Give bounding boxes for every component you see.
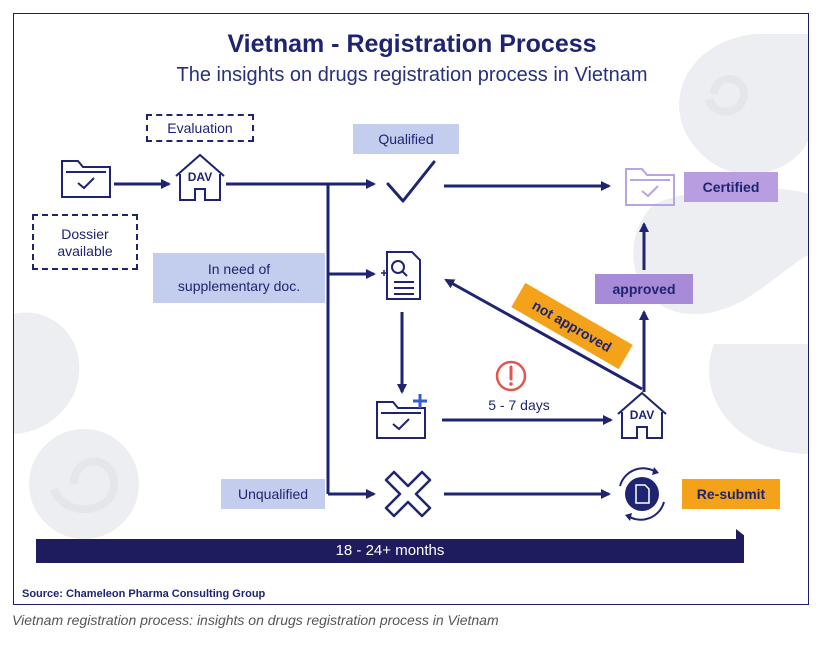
approved-text: approved [612,281,676,297]
timeline-label: 18 - 24+ months [335,542,445,559]
evaluation-label: Evaluation [146,114,254,142]
supplementary-doc-label: In need of supplementary doc. [153,253,325,303]
days-label: 5 - 7 days [488,397,549,413]
dossier-line2: available [57,243,113,259]
dav-building-approval-icon: DAV [617,391,667,439]
supplementary-line2: supplementary doc. [177,278,301,294]
folder-certified-icon [625,168,675,206]
document-search-icon [381,251,421,300]
certified-text: Certified [702,179,760,195]
supplementary-line1: In need of [207,261,271,277]
not-approved-text: not approved [530,297,615,355]
certified-label: Certified [684,172,778,202]
dav-building-icon: DAV [175,153,225,201]
evaluation-text: Evaluation [167,120,233,136]
diagram-title: Vietnam - Registration Process [227,30,597,58]
alert-icon [495,360,527,392]
dav-label-approval: DAV [630,408,654,422]
unqualified-text: Unqualified [237,486,309,502]
timeline-arrow [36,529,744,563]
checkmark-icon [386,160,436,203]
background-decoration [14,34,808,539]
resubmit-text: Re-submit [696,486,766,502]
resubmit-cycle-icon [619,467,665,521]
dav-label: DAV [188,170,212,184]
image-caption: Vietnam registration process: insights o… [12,612,499,628]
resubmit-label: Re-submit [682,479,780,509]
dossier-available-label: Dossier available [32,214,138,270]
cross-icon [384,470,432,518]
folder-check-icon [61,160,111,198]
unqualified-label: Unqualified [221,479,325,509]
approved-label: approved [595,274,693,304]
flow-diagram: DAV [61,153,675,521]
arrow-not-approved [444,278,643,391]
diagram-subtitle: The insights on drugs registration proce… [176,64,648,86]
qualified-label: Qualified [353,124,459,154]
source-note: Source: Chameleon Pharma Consulting Grou… [22,588,266,600]
folder-plus-icon [376,394,427,439]
dossier-line1: Dossier [61,226,109,242]
diagram-frame: Vietnam - Registration Process The insig… [13,13,809,605]
qualified-text: Qualified [378,131,434,147]
